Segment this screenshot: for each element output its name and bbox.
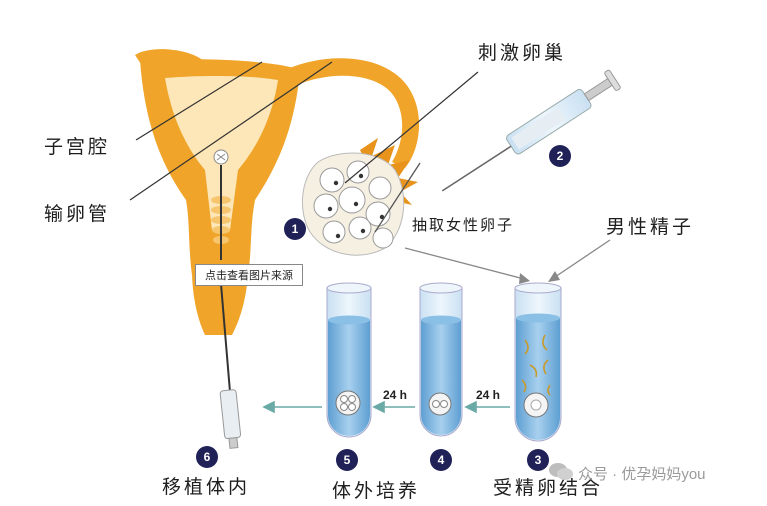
label-fallopian-tube: 输卵管 (44, 199, 110, 226)
step-badge-5: 5 (336, 449, 358, 471)
label-male-sperm: 男性精子 (606, 212, 694, 239)
step-badge-4: 4 (430, 449, 452, 471)
label-stimulate-ovary: 刺激卵巢 (478, 38, 566, 65)
stimulation-syringe (436, 69, 621, 200)
label-transfer-into-body: 移植体内 (162, 472, 250, 499)
tube-culture-24h (420, 283, 462, 436)
step-badge-1: 1 (284, 218, 306, 240)
timing-label-second: 24 h (383, 388, 407, 402)
label-uterine-cavity: 子宫腔 (44, 132, 110, 159)
label-in-vitro-culture: 体外培养 (332, 476, 420, 503)
step-badge-3: 3 (527, 449, 549, 471)
transfer-syringe (220, 389, 242, 448)
image-source-tooltip[interactable]: 点击查看图片来源 (195, 264, 303, 286)
step-badge-6: 6 (196, 446, 218, 468)
tube-fertilization (515, 283, 561, 441)
watermark-text: 众号 · 优孕妈妈you (578, 463, 706, 484)
ovary-illustration (302, 153, 403, 255)
label-retrieve-eggs: 抽取女性卵子 (412, 214, 514, 235)
tube-culture-48h (327, 283, 371, 437)
timing-label-first: 24 h (476, 388, 500, 402)
step-badge-2: 2 (549, 145, 571, 167)
wechat-icon (548, 462, 574, 482)
